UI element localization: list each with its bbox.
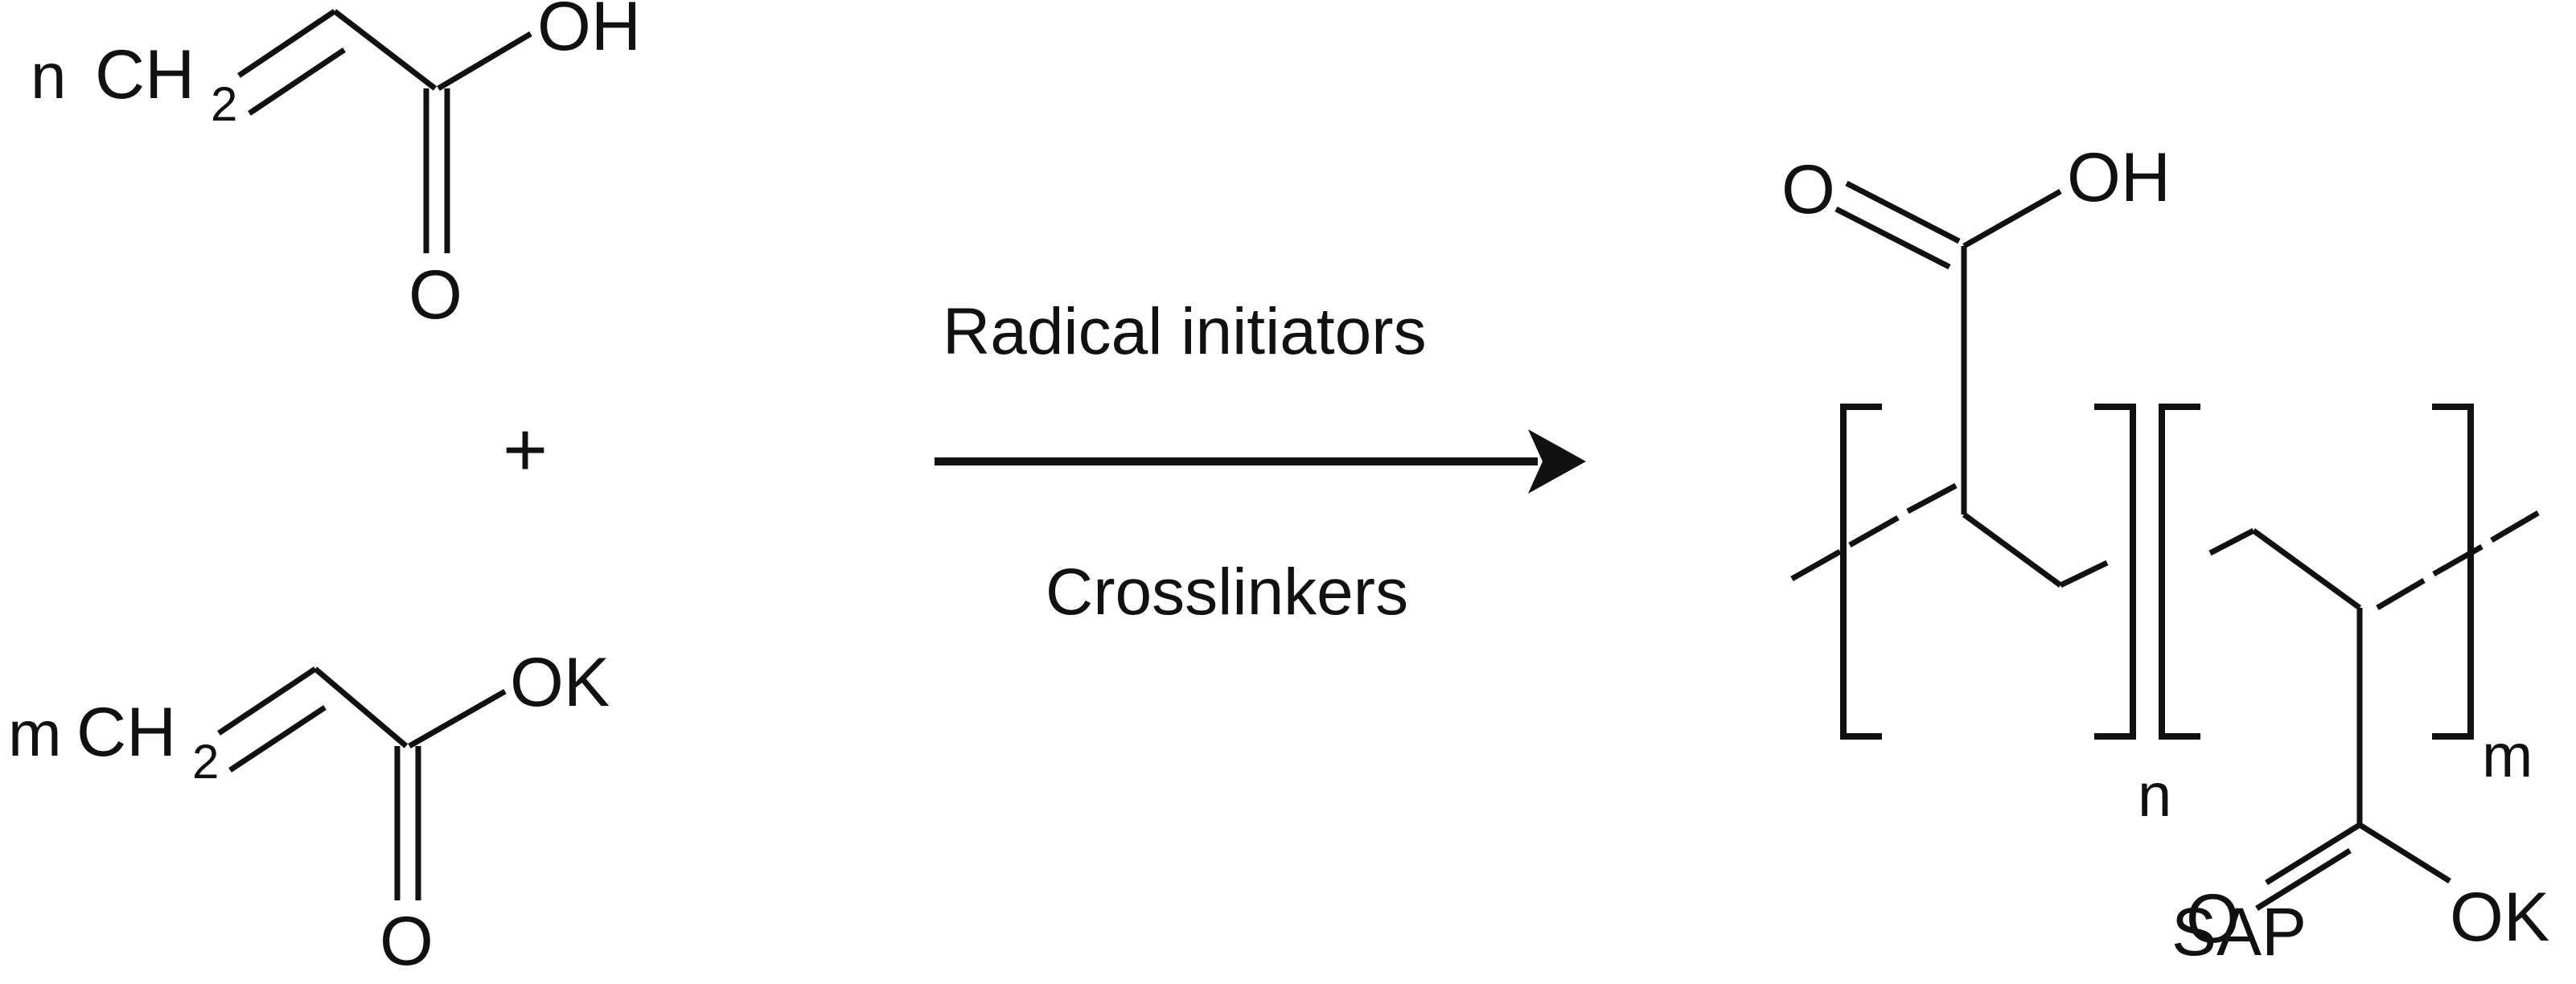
terminal-ch-label: CH: [95, 36, 195, 113]
chain-continuation-dash-right-outer: [2376, 577, 2426, 611]
c-to-oh-bond: [437, 31, 532, 92]
product-unit2-potassium-carboxylate: OK: [2450, 879, 2549, 956]
hydroxyl-label: OH: [537, 0, 641, 65]
carbonyl-oxygen-label-2: O: [380, 903, 433, 980]
product-unit1-co-inner: [1834, 206, 1951, 270]
chain-continuation-dash-right-inner: [2432, 543, 2484, 577]
product-unit2-co-inner: [2255, 848, 2352, 911]
chain-continuation-dash-right-tail: [2490, 510, 2540, 543]
vinyl-bond-outer: [237, 9, 336, 78]
product-unit2-backbone-stub: [2208, 527, 2255, 556]
ch-to-carbonyl-bond-2: [313, 666, 409, 748]
bracket-close-unit-two: [2432, 404, 2474, 740]
reactant-acrylic-acid: n CH 2 O OH: [31, 0, 641, 334]
arrow-head: [1528, 429, 1586, 494]
vinyl-bond-inner: [248, 47, 346, 116]
product-unit2-backbone-down: [2251, 528, 2362, 610]
product-unit1-carbonyl-oxygen: O: [1781, 151, 1835, 228]
product-unit1-co-outer: [1845, 180, 1961, 244]
product-name-label: SAP: [2171, 894, 2307, 970]
product-unit2-c-ok-bond: [2358, 822, 2451, 884]
terminal-ch-subscript-2: 2: [192, 735, 219, 789]
terminal-ch-subscript: 2: [211, 77, 237, 131]
c-to-ok-bond: [408, 688, 507, 749]
coefficient-n: n: [31, 40, 67, 112]
product-unit2-carbonyl-oxygen: O: [2186, 880, 2240, 957]
bracket-open-unit-one: [1840, 404, 1882, 740]
reactant-potassium-acrylate: m CH 2 O OK: [8, 644, 610, 980]
coefficient-m: m: [8, 698, 62, 769]
product-unit1-hydroxyl: OH: [2067, 139, 2171, 216]
product-unit1-backbone-down: [1962, 512, 2063, 588]
product-subscript-n: n: [2138, 761, 2171, 830]
product-subscript-m: m: [2482, 722, 2533, 790]
vinyl-bond-inner-2: [228, 705, 327, 773]
product-sap-copolymer: O OH n: [1781, 139, 2549, 957]
chain-continuation-dash-left-inner: [1848, 515, 1900, 548]
chain-continuation-dash-left-tail: [1906, 482, 1958, 515]
reaction-arrow-group: Radical initiators Crosslinkers: [935, 295, 1586, 629]
terminal-ch-label-2: CH: [76, 694, 176, 771]
product-unit2-co-outer: [2265, 822, 2361, 885]
bracket-close-unit-one: [2094, 404, 2136, 740]
plus-operator: +: [503, 407, 548, 493]
condition-above-arrow: Radical initiators: [943, 295, 1427, 368]
product-unit1-c-oh-bond: [1962, 188, 2062, 249]
bracket-open-unit-two: [2159, 404, 2200, 740]
potassium-carboxylate-label: OK: [510, 644, 610, 721]
chain-continuation-dash-left-outer: [1790, 548, 1842, 582]
carbonyl-oxygen-label: O: [409, 256, 462, 334]
vinyl-bond-outer-2: [217, 666, 317, 736]
ch-to-carbonyl-bond: [332, 9, 438, 91]
condition-below-arrow: Crosslinkers: [1046, 556, 1408, 629]
product-unit1-backbone-stub: [2059, 560, 2109, 588]
